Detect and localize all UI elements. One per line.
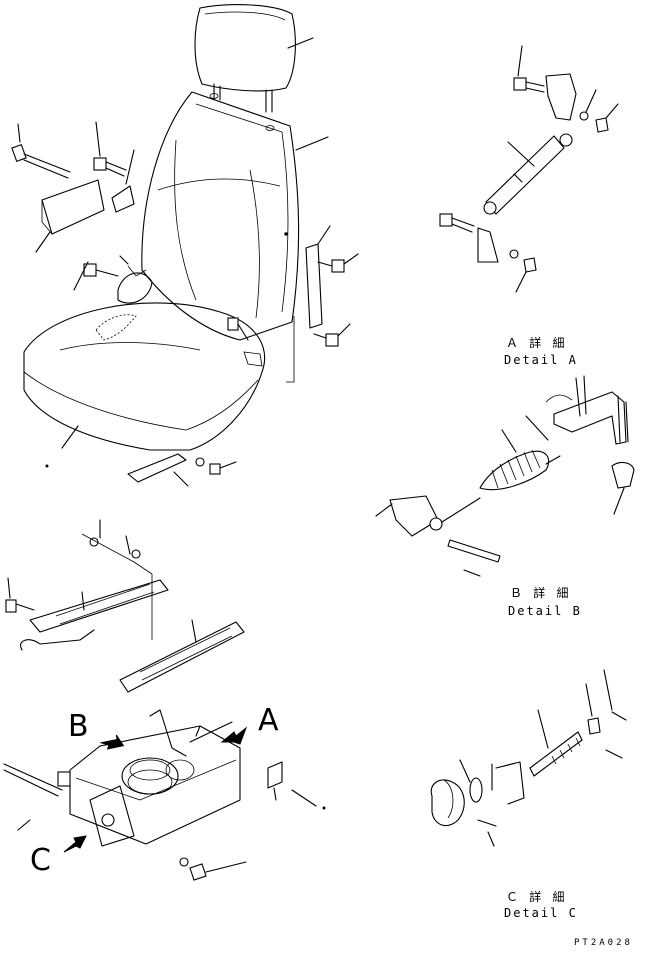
suspension-base	[3, 709, 326, 881]
view-marker-a: A	[258, 703, 279, 738]
seat-cushion	[23, 302, 266, 468]
seat-lever	[127, 453, 237, 487]
detail-a-en-label: Detail A	[504, 353, 578, 367]
detail-b-spring	[375, 375, 635, 577]
detail-c-knob	[430, 669, 627, 847]
recliner-cover	[117, 255, 153, 304]
side-bracket	[286, 225, 359, 383]
bolt-upper-mid	[93, 121, 127, 177]
drawing-code: PT2A028	[574, 938, 633, 948]
headrest	[194, 4, 314, 113]
detail-b-en-label: Detail B	[508, 604, 582, 618]
armrest-pad	[35, 179, 105, 253]
slide-rail-assembly	[5, 519, 245, 693]
seat-back	[141, 91, 329, 341]
detail-a-jp-label: Ａ 詳 細	[506, 336, 567, 350]
bracket-small	[111, 149, 135, 213]
detail-a-damper	[439, 45, 619, 293]
view-marker-b: B	[68, 709, 89, 744]
view-marker-c: C	[30, 843, 51, 878]
detail-b-jp-label: Ｂ 詳 細	[510, 586, 571, 600]
detail-c-en-label: Detail C	[504, 906, 578, 920]
detail-c-jp-label: Ｃ 詳 細	[506, 890, 567, 904]
bolt-upper-left	[11, 123, 71, 179]
knob-small	[227, 317, 263, 367]
recliner-bolt	[73, 261, 119, 291]
